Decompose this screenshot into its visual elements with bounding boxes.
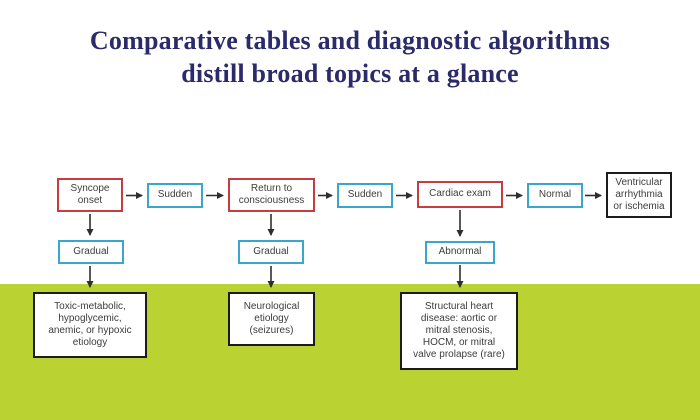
node-label: Abnormal xyxy=(438,246,482,258)
page-title: Comparative tables and diagnostic algori… xyxy=(0,24,700,91)
node-cardiac-exam: Cardiac exam xyxy=(417,181,503,208)
node-return-to-consciousness: Return to consciousness xyxy=(228,178,315,212)
page-title-line2: distill broad topics at a glance xyxy=(181,59,519,89)
node-label: Syncope onset xyxy=(70,182,110,206)
node-syncope-onset: Syncope onset xyxy=(57,178,123,212)
node-label: Gradual xyxy=(73,245,109,257)
node-ventricular-arrhythmia: Ventricular arrhythmia or ischemia xyxy=(606,172,672,218)
node-gradual-1: Gradual xyxy=(58,240,124,264)
node-abnormal: Abnormal xyxy=(425,241,495,264)
node-label: Normal xyxy=(538,189,572,201)
node-label: Sudden xyxy=(157,189,193,201)
node-label: Toxic-metabolic, hypoglycemic, anemic, o… xyxy=(48,300,132,349)
node-label: Structural heart disease: aortic or mitr… xyxy=(413,300,505,361)
node-label: Neurological etiology (seizures) xyxy=(243,300,300,337)
node-normal: Normal xyxy=(527,183,583,208)
node-toxic-metabolic-etiology: Toxic-metabolic, hypoglycemic, anemic, o… xyxy=(33,292,147,358)
node-label: Sudden xyxy=(347,189,383,201)
node-label: Gradual xyxy=(253,245,289,257)
page-title-line1: Comparative tables and diagnostic algori… xyxy=(89,26,611,55)
node-label: Cardiac exam xyxy=(429,188,491,200)
node-label: Return to consciousness xyxy=(238,182,305,206)
node-sudden-2: Sudden xyxy=(337,183,393,208)
node-gradual-2: Gradual xyxy=(238,240,304,264)
node-neurological-etiology: Neurological etiology (seizures) xyxy=(228,292,315,346)
node-sudden-1: Sudden xyxy=(147,183,203,208)
node-structural-heart-disease: Structural heart disease: aortic or mitr… xyxy=(400,292,518,370)
node-label: Ventricular arrhythmia or ischemia xyxy=(613,176,665,213)
